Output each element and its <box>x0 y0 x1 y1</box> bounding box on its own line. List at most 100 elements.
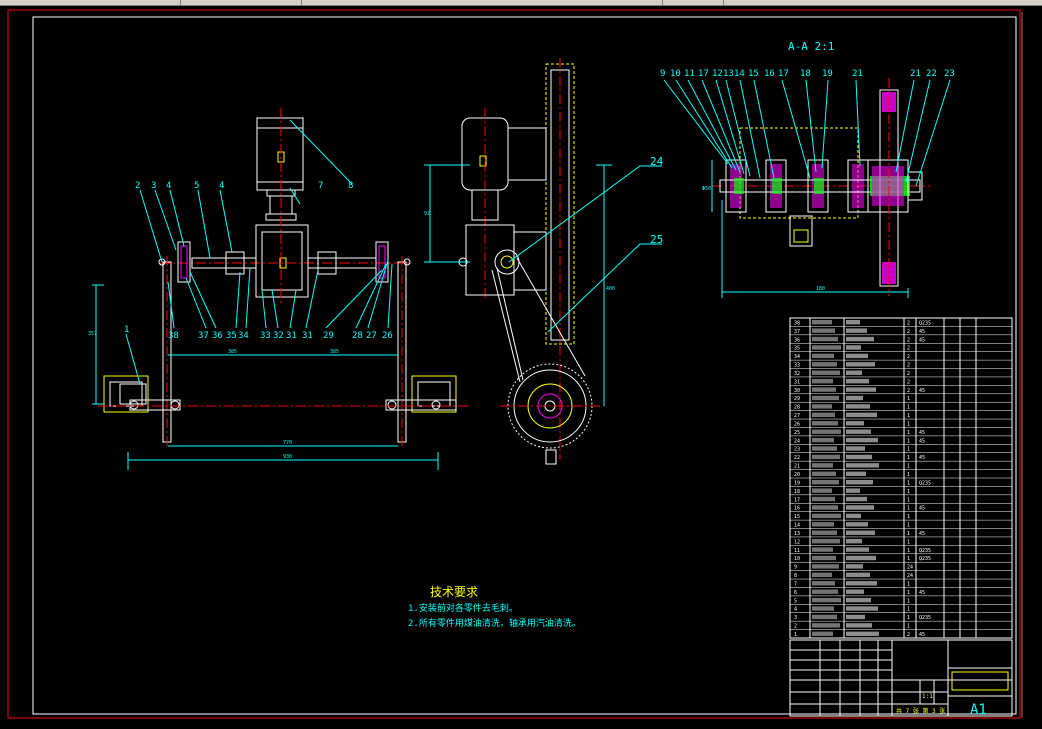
bom-row-name-glyphs <box>846 547 869 552</box>
bom-row-name-glyphs <box>846 496 867 502</box>
balloon-2: 2 <box>135 181 140 191</box>
bom-row-code-glyphs <box>812 530 837 535</box>
bom-row-qty: 2 <box>907 329 910 335</box>
bom-row-number: 29 <box>794 396 800 402</box>
bom-row-number: 37 <box>794 329 800 335</box>
bom-row-name-glyphs <box>846 538 862 544</box>
bom-row-name-glyphs <box>846 597 871 603</box>
title-block: 1:1 共 7 张 第 3 张 A1 <box>789 639 1013 718</box>
side-view: 92 400 24 25 <box>424 58 664 465</box>
bom-row-qty: 2 <box>907 388 910 394</box>
bom-row-number: 20 <box>794 472 800 478</box>
sheet-info: 共 7 张 第 3 张 <box>896 707 945 715</box>
bom-row-number: 2 <box>794 624 797 630</box>
bom-row-name-glyphs <box>846 471 866 476</box>
bom-row-qty: 1 <box>907 421 910 427</box>
bom-row-number: 4 <box>794 607 797 613</box>
bom-row-number: 23 <box>794 447 800 453</box>
bom-row-number: 10 <box>794 556 800 562</box>
bom-row-name-glyphs <box>846 429 871 434</box>
bom-row-qty: 1 <box>907 624 910 630</box>
bom-row-code-glyphs <box>812 581 835 586</box>
bom-row-name-glyphs <box>846 581 877 586</box>
bom-row-qty: 24 <box>907 573 913 579</box>
front-balloons: 2 3 4 5 4 7 8 1 38 37 36 35 34 33 32 31 … <box>124 181 393 341</box>
bom-row-number: 26 <box>794 421 800 427</box>
bom-row-qty: 1 <box>907 413 910 419</box>
bom-row-number: 9 <box>794 565 797 571</box>
bom-row-code-glyphs <box>812 328 835 333</box>
bom-row-number: 7 <box>794 581 797 587</box>
sec-balloon-19: 19 <box>822 69 833 79</box>
bom-row-code-glyphs <box>812 454 840 460</box>
balloon-31a: 31 <box>286 331 297 341</box>
outer-frame <box>7 9 1021 719</box>
balloon-32: 32 <box>273 331 284 341</box>
bom-row-code-glyphs <box>812 446 837 451</box>
bom-row-name-glyphs <box>846 589 864 594</box>
bom-row-number: 17 <box>794 497 800 503</box>
scale-value: 1:1 <box>922 693 933 700</box>
bom-row-name-glyphs <box>846 345 861 350</box>
bom-row-material: 45 <box>919 438 925 444</box>
bom-row-name-glyphs <box>846 480 873 485</box>
bom-row-name-glyphs <box>846 320 860 325</box>
bom-row-qty: 1 <box>907 455 910 461</box>
bom-row-number: 32 <box>794 371 800 377</box>
bom-row-code-glyphs <box>812 320 832 325</box>
sec-balloon-23: 23 <box>944 69 955 79</box>
bom-row-number: 33 <box>794 363 800 369</box>
bom-row-number: 27 <box>794 413 800 419</box>
svg-text:92: 92 <box>424 211 430 217</box>
motor-body <box>256 117 304 191</box>
bom-row-material: 45 <box>919 337 925 343</box>
balloon-33: 33 <box>260 331 271 341</box>
bom-row-material: 45 <box>919 388 925 394</box>
bom-row-material: 45 <box>919 430 925 436</box>
bom-row-qty: 1 <box>907 489 910 495</box>
bom-row-name-glyphs <box>846 404 870 409</box>
svg-text:357: 357 <box>88 331 97 337</box>
bom-row-number: 6 <box>794 590 797 596</box>
bom-row-number: 3 <box>794 615 797 621</box>
front-leaders <box>125 119 393 385</box>
balloon-1: 1 <box>124 325 129 335</box>
technical-requirements: 技术要求 1.安装前对各零件去毛刺。 2.所有零件用煤油清洗，轴承用汽油清洗。 <box>408 585 581 629</box>
bom-row-name-glyphs <box>846 564 863 569</box>
bom-row-code-glyphs <box>812 496 835 502</box>
bom-row-number: 12 <box>794 539 800 545</box>
sec-balloon-16: 16 <box>764 69 775 79</box>
bom-row-qty: 24 <box>907 565 913 571</box>
sec-balloon-11: 11 <box>684 69 695 79</box>
balloon-37: 37 <box>198 331 209 341</box>
balloon-34: 34 <box>238 331 249 341</box>
balloon-3: 3 <box>151 181 156 191</box>
bom-row-code-glyphs <box>812 362 837 367</box>
bom-row-code-glyphs <box>812 513 841 519</box>
bom-row-code-glyphs <box>812 429 841 434</box>
bom-row-code-glyphs <box>812 480 839 485</box>
bom-row-number: 31 <box>794 379 800 385</box>
bom-row-number: 1 <box>794 632 797 638</box>
gearbox-body <box>255 224 309 298</box>
bom-row-code-glyphs <box>812 547 833 552</box>
bom-row-number: 19 <box>794 480 800 486</box>
bom-row-number: 15 <box>794 514 800 520</box>
bom-row-code-glyphs <box>812 488 832 493</box>
bom-row-number: 35 <box>794 346 800 352</box>
balloon-5: 5 <box>194 181 199 191</box>
bom-row-qty: 1 <box>907 514 910 520</box>
bom-row-qty: 1 <box>907 590 910 596</box>
bom-row-number: 36 <box>794 337 800 343</box>
bom-row-material: Q235 <box>919 556 931 562</box>
bom-row-code-glyphs <box>812 387 836 392</box>
bom-row-qty: 1 <box>907 405 910 411</box>
svg-text:770: 770 <box>283 440 292 446</box>
bom-row-number: 30 <box>794 388 800 394</box>
bom-row-number: 16 <box>794 506 800 512</box>
bom-row-qty: 1 <box>907 472 910 478</box>
balloon-24: 24 <box>650 155 664 168</box>
bom-row-name-glyphs <box>846 555 876 561</box>
bom-row-code-glyphs <box>812 564 839 569</box>
